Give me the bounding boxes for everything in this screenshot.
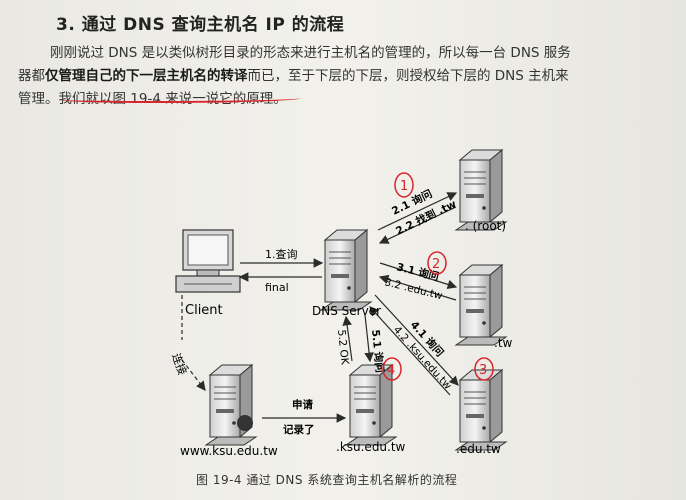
edu-tw-server-icon <box>455 369 507 451</box>
paragraph-line-2: 器都仅管理自己的下一层主机名的转译而已，至于下层的下层，则授权给下层的 DNS … <box>18 65 678 88</box>
label-tw: .tw <box>494 336 513 350</box>
red-annotation-4: 4 <box>382 357 402 381</box>
dns-flow-diagram: 1.查询 final 2.1 询问 2.2 找到 .tw 3.1 询问 3.2 … <box>169 149 513 458</box>
label-apply: 申请 <box>292 398 313 411</box>
section-heading: 3. 通过 DNS 查询主机名 IP 的流程 <box>56 15 345 35</box>
label-recorded: 记录了 <box>283 424 315 436</box>
svg-text:3: 3 <box>479 363 487 378</box>
label-connect: 连接 <box>169 352 189 377</box>
paragraph-line-2-prefix: 器都 <box>18 68 45 84</box>
figure-caption: 图 19-4 通过 DNS 系统查询主机名解析的流程 <box>196 473 458 487</box>
svg-text:2: 2 <box>432 257 440 272</box>
red-annotation-1: 1 <box>394 172 414 198</box>
label-5-2: 5.2 OK <box>335 329 351 366</box>
label-final: final <box>265 281 289 294</box>
label-www: www.ksu.edu.tw <box>180 444 278 458</box>
label-root: . (root) <box>465 219 506 233</box>
globe-icon <box>237 415 253 431</box>
paragraph-line-1: 刚刚说过 DNS 是以类似树形目录的形态来进行主机名的管理的，所以每一台 DNS… <box>50 45 571 61</box>
tw-server-icon <box>455 264 507 346</box>
label-5-1: 5.1 询问 <box>369 329 386 373</box>
svg-text:1: 1 <box>400 179 408 194</box>
paragraph-line-2-suffix: 而已，至于下层的下层，则授权给下层的 DNS 主机来 <box>247 68 569 84</box>
handwritten-underline <box>60 95 300 103</box>
red-annotation-2: 2 <box>427 251 447 275</box>
www-server-icon <box>205 364 257 446</box>
label-query: 1.查询 <box>265 247 298 261</box>
root-server-icon <box>455 149 507 231</box>
svg-text:4: 4 <box>387 363 395 378</box>
label-edu-tw: .edu.tw <box>456 442 501 456</box>
label-ksu: .ksu.edu.tw <box>336 440 406 454</box>
red-annotation-3: 3 <box>474 357 494 381</box>
dns-server-icon <box>320 229 372 311</box>
label-dns-server: DNS Server <box>312 304 381 318</box>
body-paragraph: 刚刚说过 DNS 是以类似树形目录的形态来进行主机名的管理的，所以每一台 DNS… <box>18 42 678 111</box>
paragraph-highlight: 仅管理自己的下一层主机名的转译 <box>45 68 248 84</box>
client-computer-icon <box>175 229 241 293</box>
label-client: Client <box>185 303 223 318</box>
